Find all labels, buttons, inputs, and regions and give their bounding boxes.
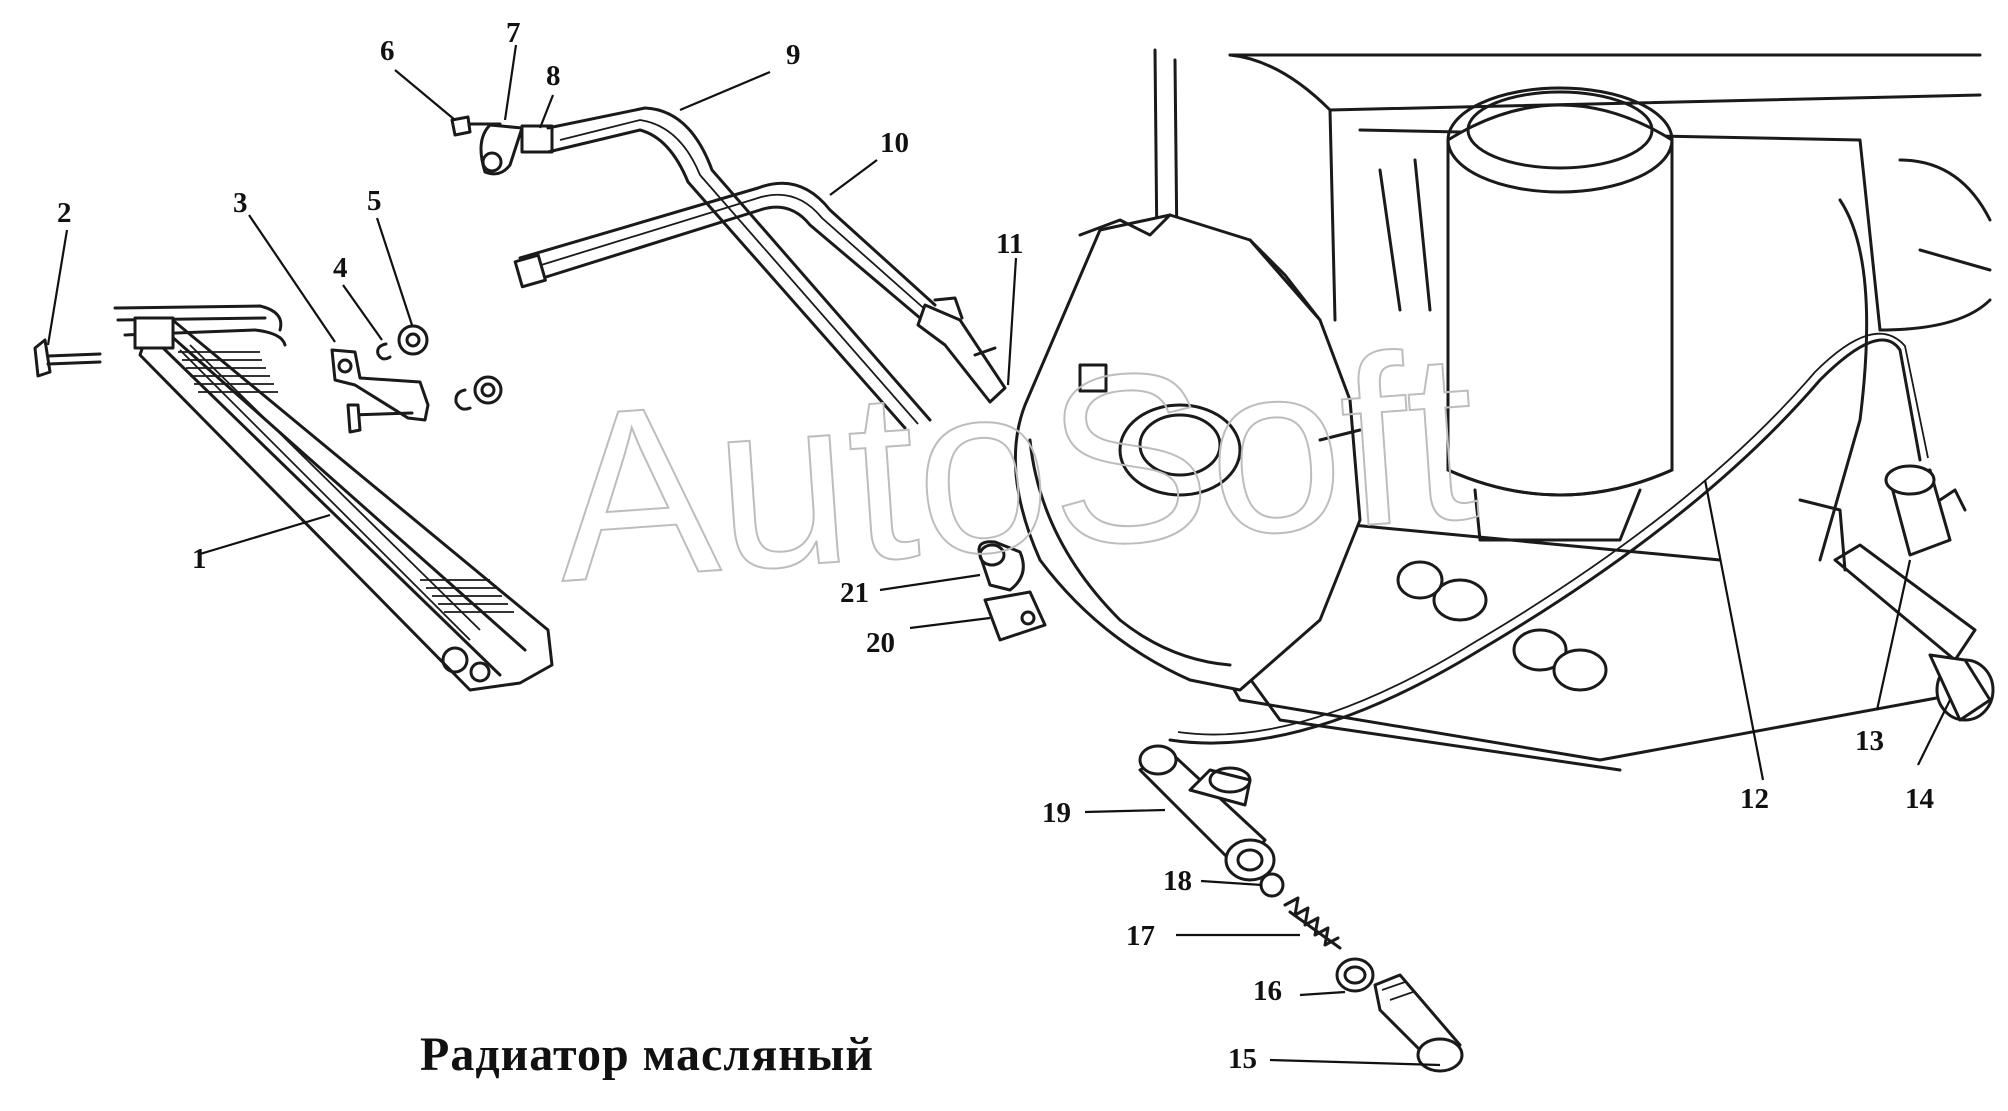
hose-clip (983, 590, 1047, 642)
fitting (916, 296, 1007, 404)
callout-8: 8 (546, 60, 561, 92)
tap (1884, 464, 1967, 557)
clamp-assembly (450, 115, 554, 176)
tee-fitting (1798, 498, 1995, 722)
watermark: AutoSoft (547, 300, 1484, 632)
callout-labels: 1 2 3 4 5 6 7 8 9 10 11 12 13 14 15 16 1… (57, 17, 1934, 1075)
callout-13: 13 (1855, 725, 1884, 757)
callout-11: 11 (996, 228, 1023, 260)
washer-seal (1335, 957, 1375, 993)
tee-housing (1138, 744, 1276, 882)
gear-cover (1013, 213, 1362, 692)
callout-9: 9 (786, 39, 801, 71)
nut (397, 324, 503, 405)
bracket (330, 348, 430, 434)
callout-19: 19 (1042, 797, 1071, 829)
callout-2: 2 (57, 197, 72, 229)
callout-6: 6 (380, 35, 395, 67)
callout-16: 16 (1253, 975, 1282, 1007)
callout-3: 3 (233, 187, 248, 219)
callout-15: 15 (1228, 1043, 1257, 1075)
spring (1283, 896, 1342, 950)
callout-12: 12 (1740, 783, 1769, 815)
oil-pipe (546, 106, 932, 430)
callout-20: 20 (866, 627, 895, 659)
leader-lines (46, 44, 1951, 1067)
pan-bolts (1396, 560, 1608, 692)
plug (1373, 973, 1464, 1073)
callout-5: 5 (367, 185, 382, 217)
callout-17: 17 (1126, 920, 1155, 952)
callout-1: 1 (192, 543, 207, 575)
callout-10: 10 (880, 127, 909, 159)
callout-7: 7 (506, 17, 521, 49)
callout-21: 21 (840, 577, 869, 609)
oil-filter (1446, 86, 1674, 542)
washer (376, 342, 472, 411)
callout-14: 14 (1905, 783, 1934, 815)
bolt (33, 338, 102, 378)
oil-line (1168, 332, 1929, 745)
callout-4: 4 (333, 252, 348, 284)
diagram-caption: Радиатор масляный (420, 1028, 874, 1081)
grommet (977, 540, 1025, 592)
ball (1259, 872, 1285, 898)
oil-pipe (513, 181, 937, 320)
callout-18: 18 (1163, 865, 1192, 897)
radiator-core (113, 304, 554, 692)
